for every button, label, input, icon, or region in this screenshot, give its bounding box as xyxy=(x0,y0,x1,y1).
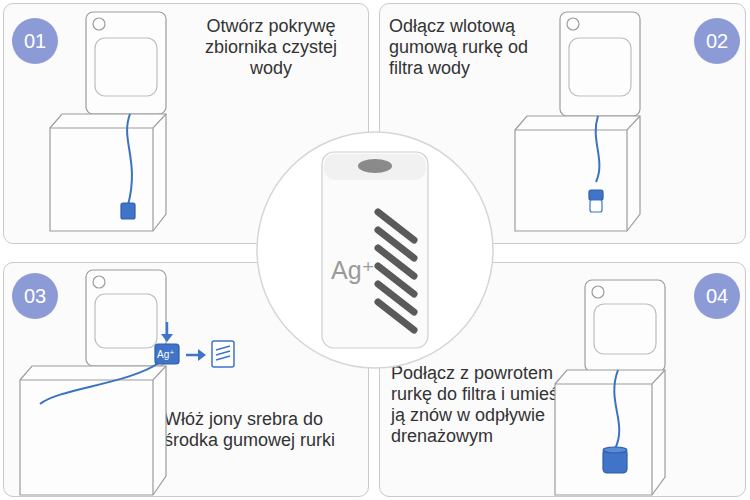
filter-label: Ag⁺ xyxy=(157,349,175,360)
instruction-text: Odłącz wlotową gumową rurkę od filtra wo… xyxy=(389,16,554,79)
step-number: 04 xyxy=(694,273,740,319)
step-number: 03 xyxy=(12,273,58,319)
step-panel: Podłącz z powrotem rurkę do filtra i umi… xyxy=(379,262,746,497)
step-number-text: 03 xyxy=(24,286,46,306)
step-number-text: 01 xyxy=(24,31,46,51)
instruction-text: Otwórz pokrywę zbiornika czystej wody xyxy=(186,16,356,79)
step-number: 01 xyxy=(12,18,58,64)
step-number-text: 04 xyxy=(706,286,728,306)
step-panel: Odłącz wlotową gumową rurkę od filtra wo… xyxy=(379,3,746,244)
step-number-text: 02 xyxy=(706,31,728,51)
product-label: Ag⁺ xyxy=(331,256,375,285)
step-panel: Otwórz pokrywę zbiornika czystej wody 01 xyxy=(3,3,369,244)
instruction-text: Włóż jony srebra do środka gumowej rurki xyxy=(164,409,344,451)
step-number: 02 xyxy=(694,18,740,64)
instruction-text: Podłącz z powrotem rurkę do filtra i umi… xyxy=(391,363,571,447)
step-panel: Włóż jony srebra do środka gumowej rurki… xyxy=(3,262,369,497)
